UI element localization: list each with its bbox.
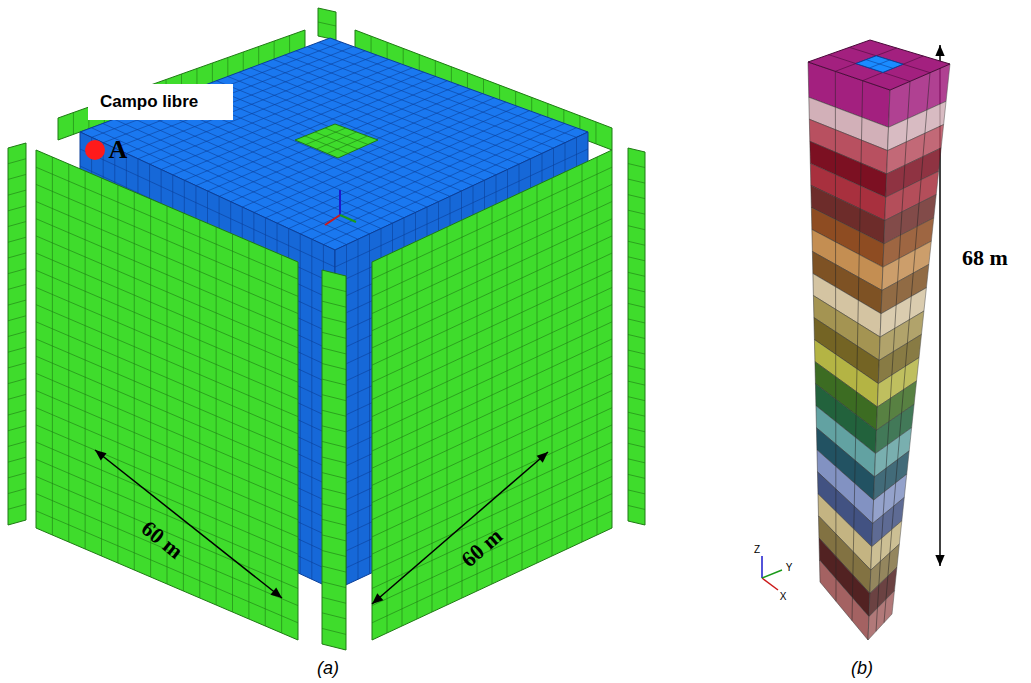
dimension-label: 68 m: [962, 245, 1008, 271]
dimension-line: [95, 450, 282, 598]
structure-footprint: [295, 124, 378, 158]
axis-triad: [325, 190, 356, 225]
axis-triad: [762, 556, 782, 590]
free-field-column: [322, 270, 346, 650]
free-field-column: [8, 143, 26, 525]
soil-column: [808, 62, 950, 640]
panel-caption: (b): [851, 658, 873, 679]
callout-text: Campo libre: [100, 92, 199, 112]
point-marker: [85, 140, 105, 160]
column-top-center: [856, 56, 903, 73]
free-field-wall: [36, 150, 298, 640]
panel-caption: (a): [317, 658, 339, 679]
callout-box: Campo libre: [88, 84, 233, 120]
axis-label: Z: [754, 544, 760, 555]
point-label: A: [109, 135, 128, 165]
free-field-column: [628, 148, 645, 525]
free-field-wall: [372, 150, 612, 640]
axis-label: X: [780, 591, 787, 602]
dimension-line: [372, 452, 548, 604]
axis-label: Y: [786, 562, 793, 573]
column-top: [808, 40, 950, 90]
free-field-column: [318, 8, 336, 40]
